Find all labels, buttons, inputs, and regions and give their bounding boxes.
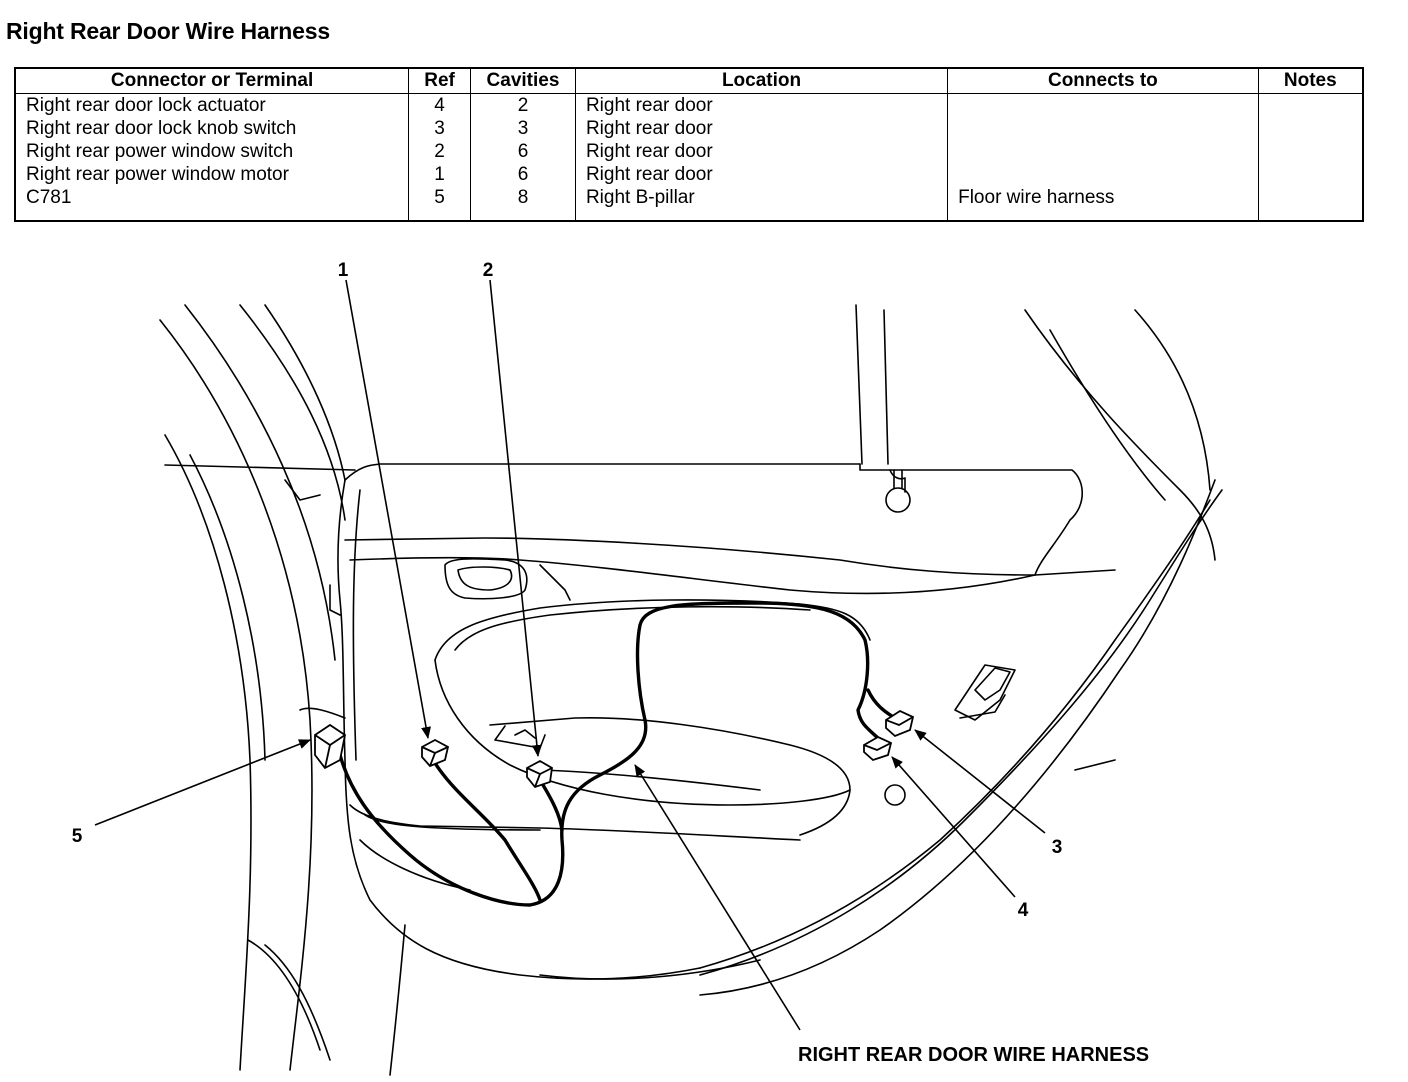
cell-cavities: 6	[470, 140, 576, 163]
cell-ref: 2	[408, 140, 472, 163]
cell-ref: 5	[408, 186, 472, 221]
header-connector: Connector or Terminal	[14, 67, 410, 94]
header-cavities: Cavities	[470, 67, 576, 94]
connector-table: Connector or Terminal Ref Cavities Locat…	[14, 67, 1364, 222]
cell-notes	[1257, 163, 1364, 186]
cell-ref: 1	[408, 163, 472, 186]
header-notes: Notes	[1257, 67, 1364, 94]
callout-2: 2	[483, 260, 494, 281]
cell-connects-to	[947, 93, 1259, 117]
table-row: Right rear door lock knob switch 3 3 Rig…	[14, 117, 1364, 140]
cell-ref: 4	[408, 93, 472, 117]
cell-connector: Right rear power window switch	[14, 140, 410, 163]
cell-notes	[1257, 93, 1364, 117]
cell-connector: Right rear door lock actuator	[14, 93, 410, 117]
table-row: Right rear power window motor 1 6 Right …	[14, 163, 1364, 186]
cell-connects-to	[947, 140, 1259, 163]
cell-connector: C781	[14, 186, 410, 221]
cell-cavities: 6	[470, 163, 576, 186]
callout-5: 5	[72, 826, 83, 847]
cell-connector: Right rear door lock knob switch	[14, 117, 410, 140]
callout-1: 1	[338, 260, 349, 281]
door-outline	[159, 304, 1223, 1076]
cell-ref: 3	[408, 117, 472, 140]
cell-connects-to	[947, 163, 1259, 186]
cell-connects-to: Floor wire harness	[947, 186, 1259, 221]
leader-lines	[94, 279, 1046, 1031]
cell-notes	[1257, 140, 1364, 163]
header-ref: Ref	[408, 67, 472, 94]
cell-location: Right rear door	[574, 93, 949, 117]
table-row: Right rear power window switch 2 6 Right…	[14, 140, 1364, 163]
door-harness-diagram: 1 2 3 4 5 RIGHT REAR DOOR WIRE HARNESS	[72, 260, 1223, 1076]
table-row: C781 5 8 Right B-pillar Floor wire harne…	[14, 186, 1364, 221]
callout-3: 3	[1052, 837, 1063, 858]
connector-5	[314, 723, 347, 770]
cell-connects-to	[947, 117, 1259, 140]
wire-harness	[338, 601, 897, 907]
header-location: Location	[574, 67, 949, 94]
table-row: Right rear door lock actuator 4 2 Right …	[14, 93, 1364, 117]
connector-3	[885, 709, 915, 738]
cell-location: Right B-pillar	[574, 186, 949, 221]
cell-cavities: 2	[470, 93, 576, 117]
connector-2	[526, 759, 553, 789]
cell-location: Right rear door	[574, 117, 949, 140]
harness-label: RIGHT REAR DOOR WIRE HARNESS	[798, 1044, 1149, 1066]
cell-notes	[1257, 186, 1364, 221]
connector-4	[863, 735, 893, 762]
callout-4: 4	[1018, 900, 1029, 921]
cell-cavities: 8	[470, 186, 576, 221]
cell-connector: Right rear power window motor	[14, 163, 410, 186]
connector-1	[421, 738, 450, 768]
cell-location: Right rear door	[574, 140, 949, 163]
cell-notes	[1257, 117, 1364, 140]
cell-cavities: 3	[470, 117, 576, 140]
table-header-row: Connector or Terminal Ref Cavities Locat…	[14, 67, 1364, 94]
header-connects-to: Connects to	[947, 67, 1259, 94]
page-title: Right Rear Door Wire Harness	[6, 18, 330, 44]
cell-location: Right rear door	[574, 163, 949, 186]
